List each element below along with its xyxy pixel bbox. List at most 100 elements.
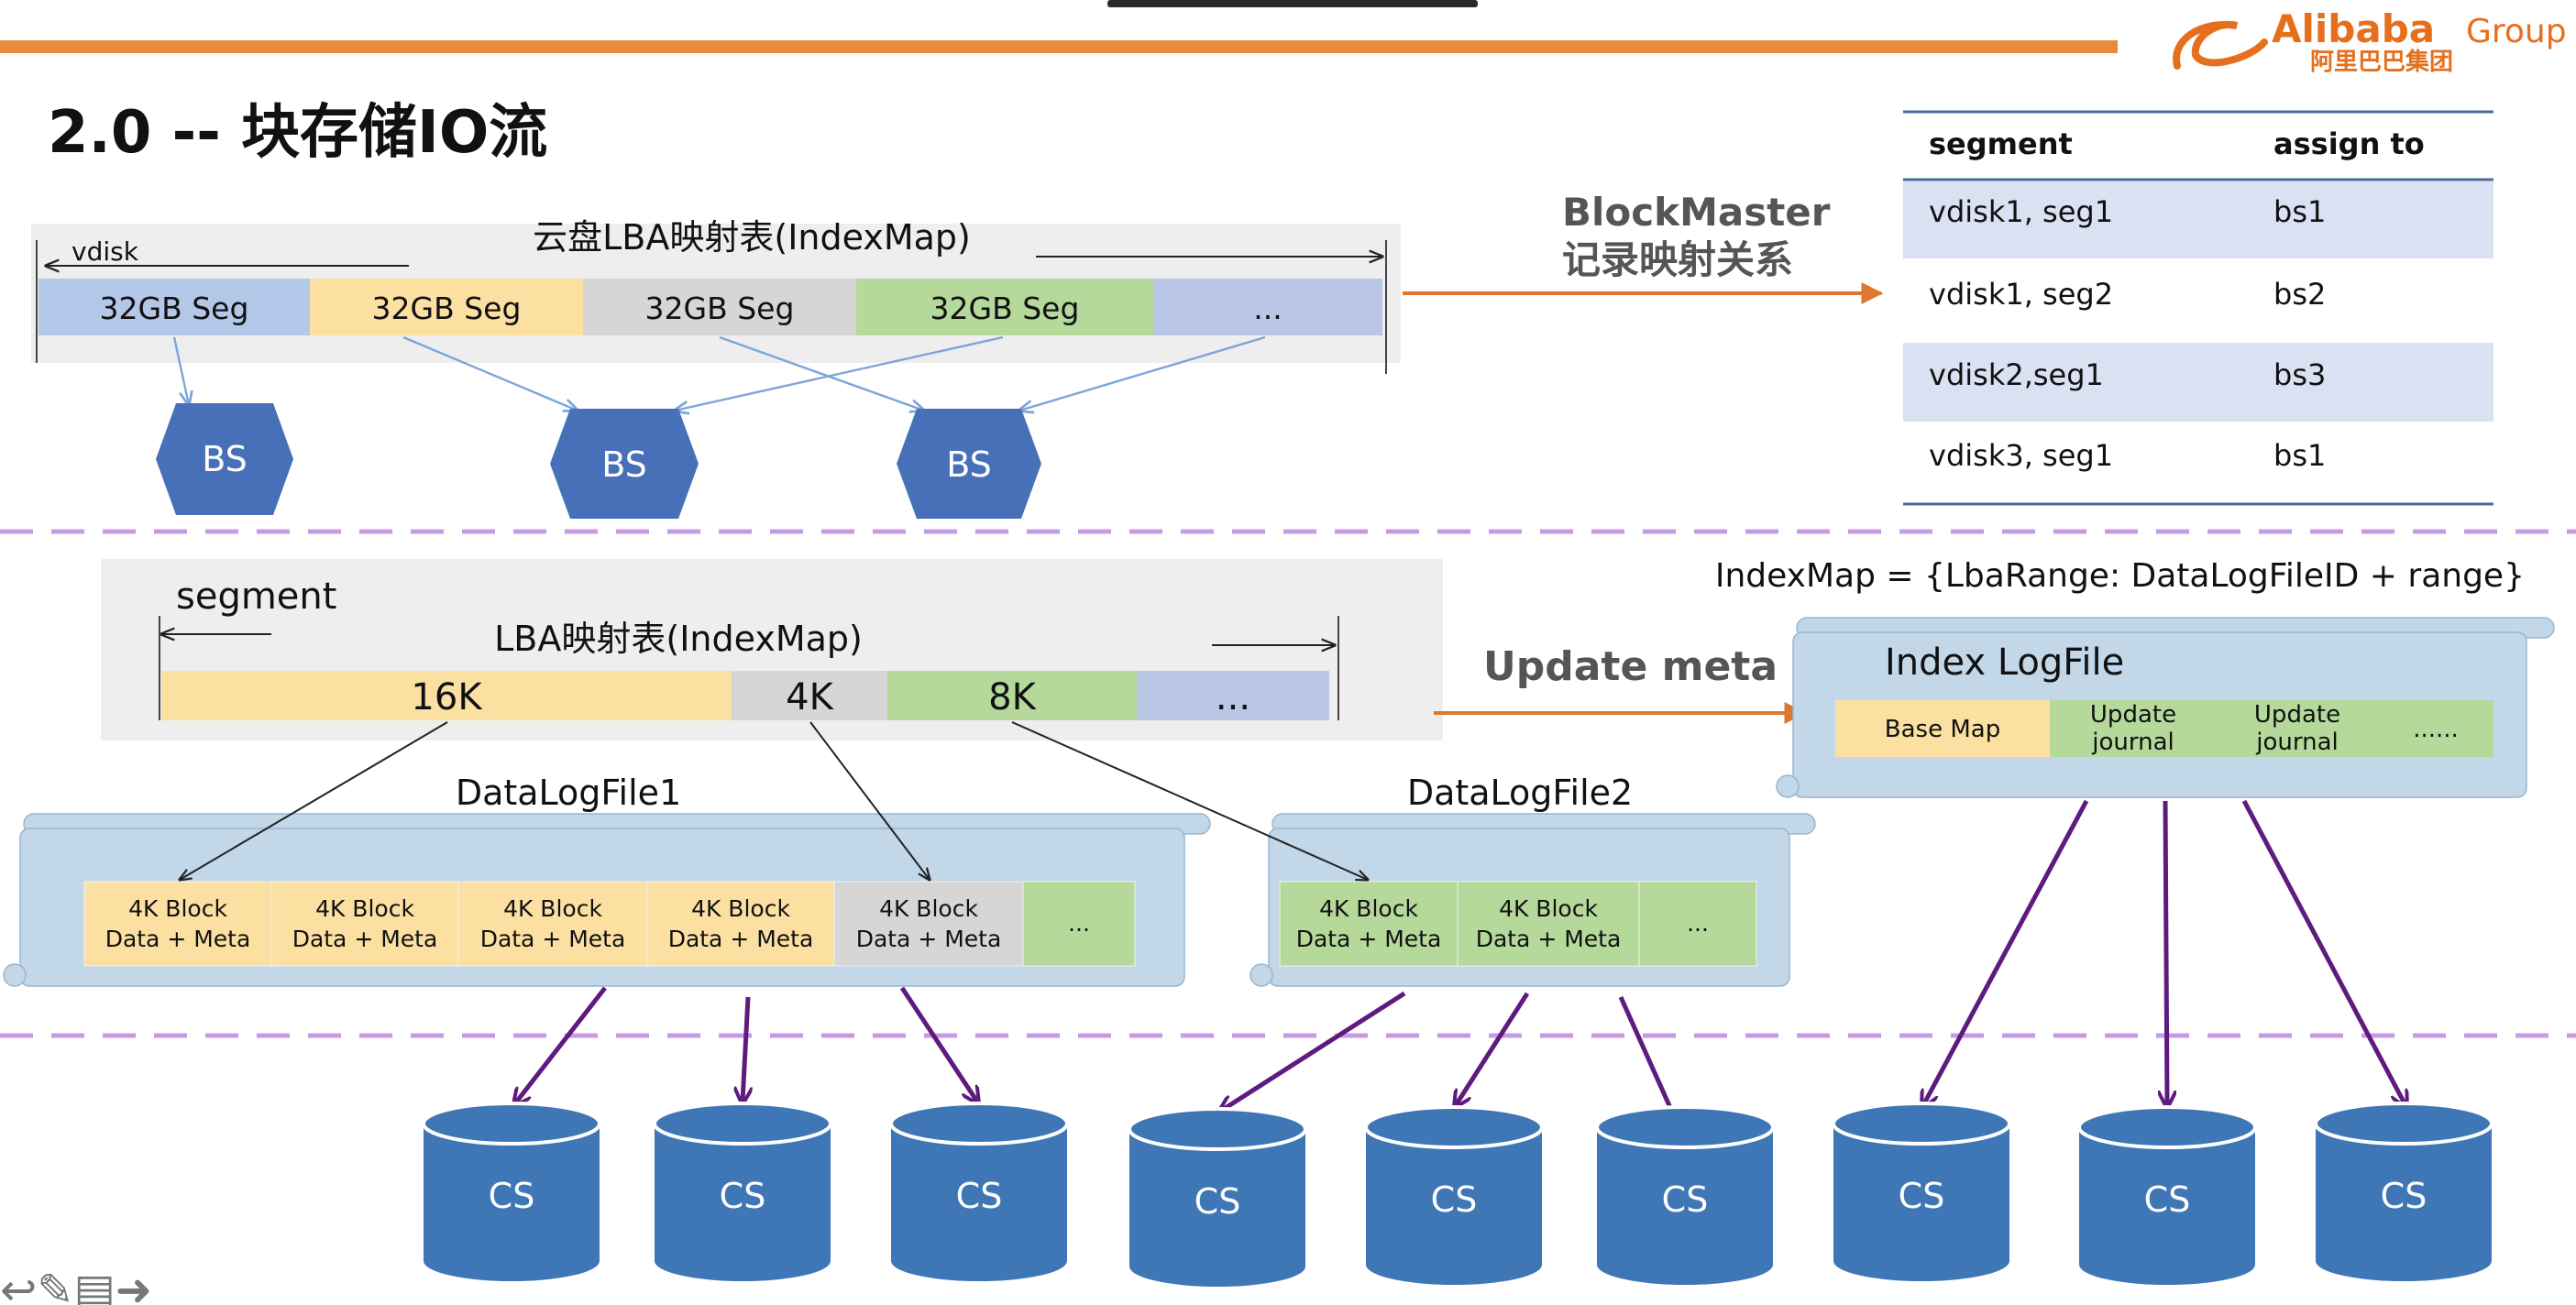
- cs-cylinder-top-3: [889, 1102, 1069, 1146]
- cs-label-3: CS: [956, 1176, 1003, 1216]
- datalogfile2-block-1: [1279, 881, 1459, 967]
- cs-arrow-7: [1923, 799, 2089, 1105]
- cs-label-1: CS: [489, 1176, 535, 1216]
- top-indexmap-title: 云盘LBA映射表(IndexMap): [533, 217, 971, 258]
- cs-node-2: CS: [653, 1102, 832, 1281]
- index-cell-more: [2378, 700, 2493, 757]
- segment-cell-2: [310, 279, 583, 335]
- lba-cell-more-label: ...: [1216, 676, 1250, 718]
- segment-label: segment: [176, 576, 336, 618]
- lba-cell-row: 16K 4K 8K ...: [161, 671, 1329, 720]
- lba-cell-4k: [732, 671, 887, 720]
- table-row-1-bg: [1903, 181, 2493, 258]
- cs-label-4: CS: [1194, 1181, 1241, 1222]
- seg3-to-bs3-arrow: [719, 335, 924, 411]
- index-cell-basemap: [1835, 700, 2050, 757]
- cs-arrow-8: [2165, 800, 2167, 1105]
- blockmaster-label: BlockMaster: [1562, 190, 1831, 235]
- segment-label-1: 32GB Seg: [100, 291, 249, 326]
- cs-cylinder-body-3: [891, 1124, 1067, 1281]
- cs-label-9: CS: [2381, 1176, 2427, 1216]
- cs-node-8: CS: [2077, 1105, 2257, 1285]
- segment-cell-1: [39, 279, 310, 335]
- cs-cylinder-top-4: [1128, 1107, 1307, 1151]
- cs-cylinder-top-1: [422, 1102, 601, 1146]
- bs-hexagon-shape-2: [550, 409, 699, 519]
- table-row-2-assign: bs2: [2273, 277, 2326, 312]
- table-header-assign: assign to: [2273, 126, 2425, 161]
- lba-cell-16k: [161, 671, 732, 720]
- cs-cylinder-body-7: [1833, 1124, 2009, 1281]
- cs-node-1: CS: [422, 1102, 601, 1281]
- logo-suffix: Group: [2466, 13, 2567, 50]
- alibaba-smile-icon: [2173, 20, 2268, 70]
- cs-arrow-1: [515, 986, 607, 1103]
- segment-cell-4: [856, 279, 1153, 335]
- top-segment-row: 32GB Seg 32GB Seg 32GB Seg 32GB Seg ...: [39, 279, 1382, 335]
- cs-node-4: CS: [1128, 1107, 1307, 1287]
- bs-label-3: BS: [946, 444, 992, 485]
- cs-cylinder-body-9: [2316, 1124, 2492, 1281]
- bs-hexagon-shape-1: [156, 403, 293, 515]
- datalogfile2-scroll-curl: [1249, 963, 1273, 987]
- index-logfile-scroll-curl: [1776, 774, 1800, 798]
- lba-cell-8k: [887, 671, 1137, 720]
- lba-cell-16k-label: 16K: [411, 676, 483, 718]
- table-row-1-assign: bs1: [2273, 194, 2326, 229]
- cs-cylinder-top-6: [1595, 1105, 1775, 1149]
- cs-arrow-4: [1221, 991, 1406, 1111]
- bs-node-1: BS: [156, 403, 293, 515]
- segment-cell-5: [1153, 279, 1382, 335]
- table-header-segment: segment: [1929, 126, 2073, 161]
- bs-node-3: BS: [897, 409, 1041, 519]
- cs-node-9: CS: [2314, 1102, 2493, 1281]
- cs-cylinder-body-6: [1597, 1127, 1773, 1285]
- cs-label-5: CS: [1431, 1179, 1478, 1220]
- vdisk-label: vdisk: [72, 236, 139, 267]
- segment-label-5: ...: [1253, 291, 1282, 326]
- datalogfile1-block-3: [457, 881, 648, 967]
- segment-cell-3: [583, 279, 856, 335]
- cs-cylinder-body-2: [655, 1124, 831, 1281]
- header-top-edge: [1107, 0, 1478, 7]
- index-cell-journal-1: [2050, 700, 2217, 757]
- cs-cylinder-body-4: [1129, 1129, 1305, 1287]
- table-row-1-segment: vdisk1, seg1: [1929, 194, 2113, 229]
- datalogfile2-title: DataLogFile2: [1407, 773, 1633, 813]
- lba-4k-to-block-arrow: [809, 721, 930, 880]
- datalogfile2-block-3: [1638, 881, 1757, 967]
- cs-cylinder-body-5: [1366, 1127, 1542, 1285]
- lba-16k-to-block-arrow: [180, 721, 448, 880]
- index-formula: IndexMap = {LbaRange: DataLogFileID + ra…: [1715, 557, 2525, 595]
- datalogfile1-block-4: [646, 881, 835, 967]
- bs-hexagon-shape-3: [897, 409, 1041, 519]
- datalogfile1-title: DataLogFile1: [456, 773, 681, 813]
- cs-node-5: CS: [1364, 1105, 1544, 1285]
- index-cell-basemap-label: Base Map: [1885, 716, 2000, 743]
- cs-node-3: CS: [889, 1102, 1069, 1281]
- seg1-to-bs1-arrow: [172, 336, 189, 405]
- segment-label-3: 32GB Seg: [645, 291, 795, 326]
- cs-arrow-9: [2241, 799, 2405, 1105]
- page-title: 2.0 -- 块存储IO流: [48, 99, 547, 167]
- alibaba-logo: Alibaba Group 阿里巴巴集团: [2173, 6, 2567, 76]
- datalogfile1-block-1: [83, 881, 272, 967]
- segment-assign-table: segment assign to vdisk1, seg1 bs1 vdisk…: [1903, 110, 2493, 506]
- cs-cylinder-top-5: [1364, 1105, 1544, 1149]
- seg4-to-bs2-arrow: [675, 335, 1004, 411]
- lba-title: LBA映射表(IndexMap): [494, 619, 863, 659]
- datalogfile2-block-2: [1457, 881, 1640, 967]
- bs-label-1: BS: [202, 439, 248, 479]
- lba-cell-4k-label: 4K: [786, 676, 834, 718]
- table-row-3-assign: bs3: [2273, 357, 2326, 392]
- lba-cell-8k-label: 8K: [988, 676, 1037, 718]
- cs-label-8: CS: [2144, 1179, 2191, 1220]
- cs-cylinder-top-8: [2077, 1105, 2257, 1149]
